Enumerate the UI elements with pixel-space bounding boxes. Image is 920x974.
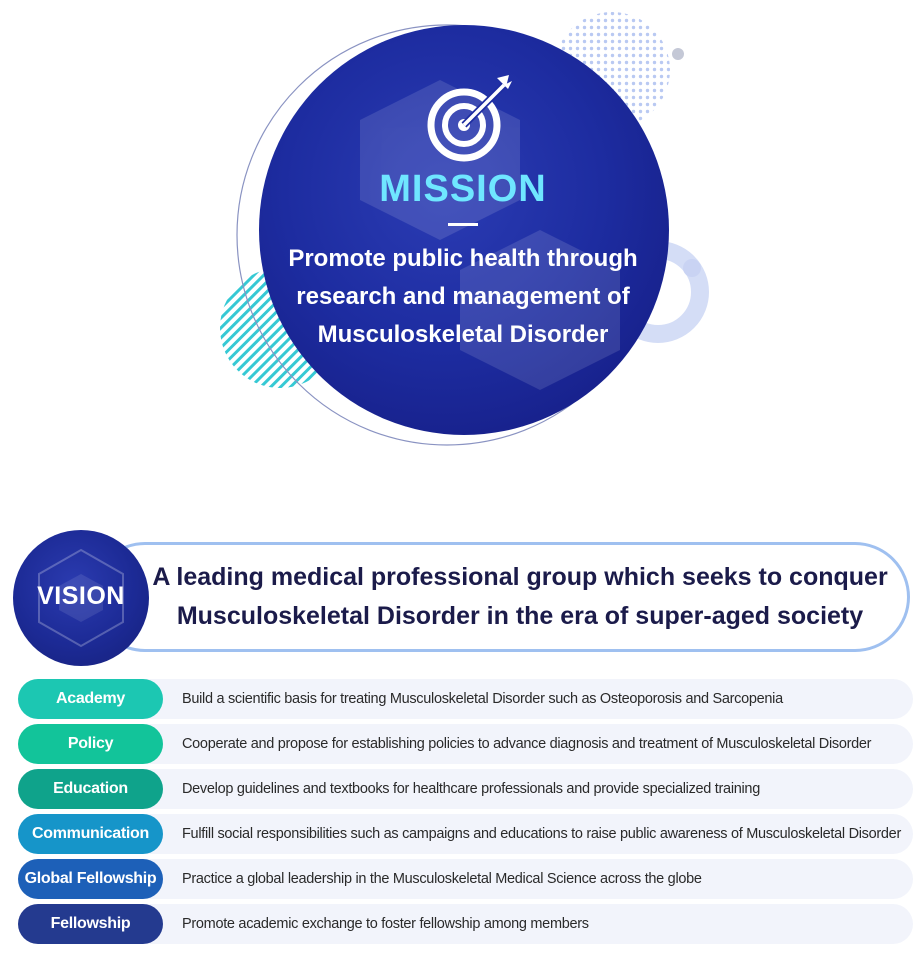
vision-label: VISION	[37, 582, 125, 610]
goal-row-academy: Academy Build a scientific basis for tre…	[18, 679, 913, 719]
mission-graphic	[220, 12, 709, 446]
mission-title: MISSION	[379, 168, 547, 210]
goal-row-policy: Policy Cooperate and propose for establi…	[18, 724, 913, 764]
goal-row-education: Education Develop guidelines and textboo…	[18, 769, 913, 809]
ring-dot-deco	[683, 259, 701, 277]
goal-pill-communication[interactable]: Communication	[18, 814, 163, 854]
mission-line-2: research and management of	[296, 283, 630, 310]
goal-pill-fellowship[interactable]: Fellowship	[18, 904, 163, 944]
goal-desc-global-fellowship: Practice a global leadership in the Musc…	[182, 871, 702, 887]
goal-pill-policy[interactable]: Policy	[18, 724, 163, 764]
hexagon-pattern	[38, 548, 124, 648]
mission-divider	[448, 223, 478, 226]
goal-row-communication: Communication Fulfill social responsibil…	[18, 814, 913, 854]
mission-line-3: Musculoskeletal Disorder	[317, 321, 609, 348]
mission-statement: Promote public health through research a…	[258, 240, 668, 354]
goal-desc-communication: Fulfill social responsibilities such as …	[182, 826, 901, 842]
goal-pill-education[interactable]: Education	[18, 769, 163, 809]
goal-desc-academy: Build a scientific basis for treating Mu…	[182, 691, 783, 707]
goal-desc-fellowship: Promote academic exchange to foster fell…	[182, 916, 589, 932]
goal-row-fellowship: Fellowship Promote academic exchange to …	[18, 904, 913, 944]
vision-line-2: Musculoskeletal Disorder in the era of s…	[176, 602, 864, 630]
vision-line-1: A leading medical professional group whi…	[152, 563, 888, 591]
goal-pill-global-fellowship[interactable]: Global Fellowship	[18, 859, 163, 899]
vision-badge: VISION	[13, 530, 149, 666]
target-icon	[427, 75, 512, 162]
goal-desc-education: Develop guidelines and textbooks for hea…	[182, 781, 760, 797]
vision-statement: A leading medical professional group whi…	[150, 558, 890, 636]
mission-circle	[259, 25, 669, 435]
vision-bar	[90, 542, 910, 652]
goal-row-global-fellowship: Global Fellowship Practice a global lead…	[18, 859, 913, 899]
goal-pill-academy[interactable]: Academy	[18, 679, 163, 719]
goal-desc-policy: Cooperate and propose for establishing p…	[182, 736, 872, 752]
mission-line-1: Promote public health through	[288, 245, 638, 272]
small-dot-deco	[672, 48, 684, 60]
